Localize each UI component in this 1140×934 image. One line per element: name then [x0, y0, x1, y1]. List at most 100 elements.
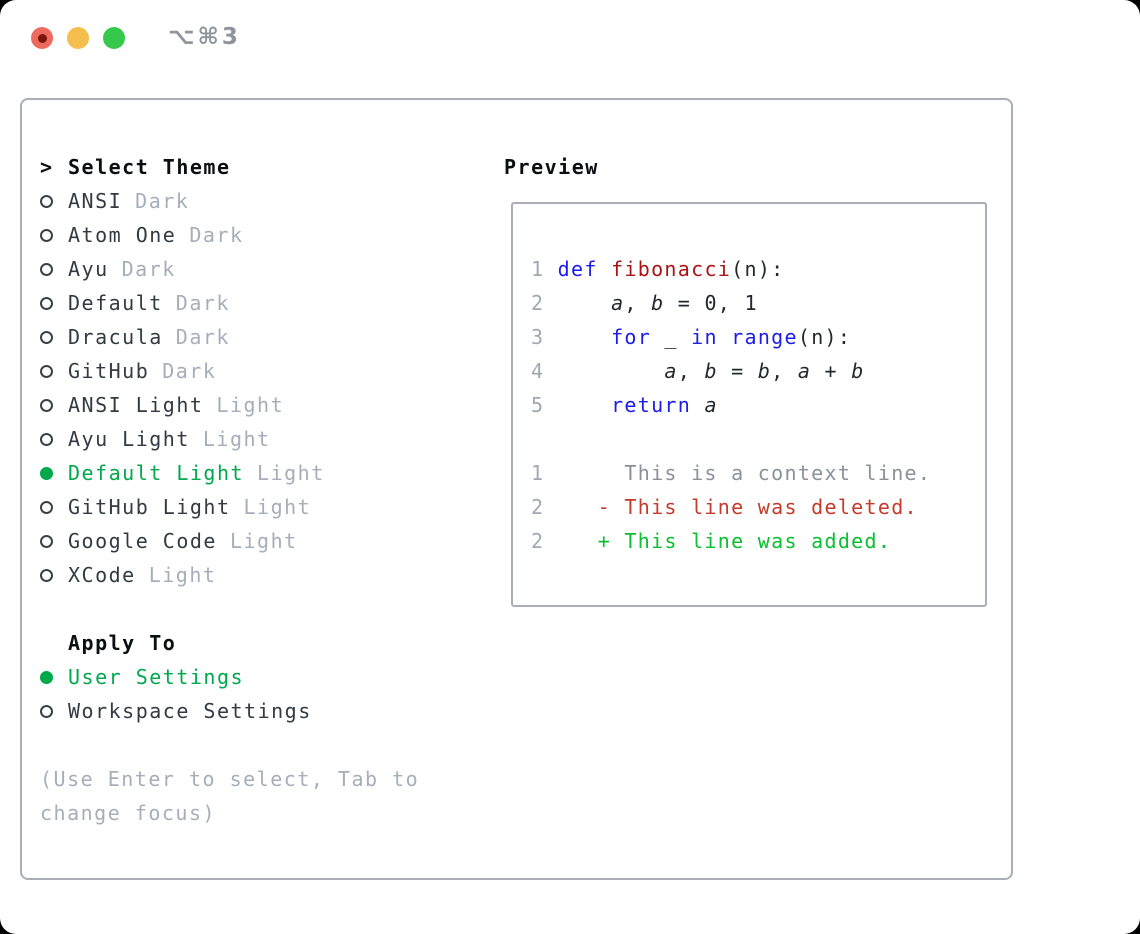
- line-number: 5: [531, 393, 545, 417]
- preview-title: Preview: [504, 155, 599, 179]
- code-token: a: [611, 291, 625, 315]
- code-token: _: [651, 325, 692, 349]
- radio-icon: [40, 330, 68, 344]
- preview-line: 2 + This line was added.: [531, 524, 931, 558]
- radio-selected-icon: [40, 670, 68, 684]
- theme-variant-label: Dark: [175, 325, 230, 349]
- theme-option-label: Atom One: [68, 223, 177, 247]
- line-number: 4: [531, 359, 545, 383]
- focus-marker-icon: >: [40, 155, 54, 179]
- theme-option-atom-one[interactable]: Atom One Dark: [40, 218, 484, 252]
- code-token: =: [717, 359, 758, 383]
- close-button[interactable]: [31, 27, 53, 49]
- line-number: 1: [531, 257, 545, 281]
- theme-option-ansi-light[interactable]: ANSI Light Light: [40, 388, 484, 422]
- theme-variant-label: Dark: [175, 291, 230, 315]
- radio-icon: [40, 262, 68, 276]
- line-number: 3: [531, 325, 545, 349]
- theme-option-ayu[interactable]: Ayu Dark: [40, 252, 484, 286]
- theme-option-label: ANSI Light: [68, 393, 204, 417]
- code-token: [718, 325, 731, 349]
- theme-variant-label: Light: [257, 461, 325, 485]
- code-token: range: [731, 325, 798, 349]
- code-token: def: [544, 257, 612, 281]
- code-token: ,: [677, 359, 705, 383]
- spacer: [40, 592, 484, 626]
- code-token: ,: [771, 359, 798, 383]
- radio-icon: [40, 500, 68, 514]
- theme-variant-label: Dark: [121, 257, 176, 281]
- code-token: [544, 359, 664, 383]
- theme-option-label: Ayu: [68, 257, 109, 281]
- code-token: - This line was deleted.: [544, 495, 918, 519]
- apply-to-header: Apply To: [40, 626, 484, 660]
- theme-option-label: GitHub Light: [68, 495, 231, 519]
- theme-variant-label: Light: [243, 495, 312, 519]
- select-theme-header: > Select Theme: [40, 150, 484, 184]
- radio-icon: [40, 398, 68, 412]
- code-token: b: [651, 291, 665, 315]
- theme-variant-label: Dark: [162, 359, 217, 383]
- theme-option-github[interactable]: GitHub Dark: [40, 354, 484, 388]
- code-token: + This line was added.: [544, 529, 892, 553]
- theme-variant-label: Light: [202, 427, 271, 451]
- theme-option-github-light[interactable]: GitHub Light Light: [40, 490, 484, 524]
- radio-icon: [40, 228, 68, 242]
- select-theme-title: Select Theme: [68, 155, 231, 179]
- preview-line: 5 return a: [531, 388, 931, 422]
- window-controls: [31, 27, 125, 49]
- code-token: (n):: [731, 257, 785, 281]
- apply-option-label: Workspace Settings: [68, 699, 312, 723]
- preview-line: 4 a, b = b, a + b: [531, 354, 931, 388]
- code-token: b: [704, 359, 718, 383]
- theme-variant-label: Light: [229, 529, 298, 553]
- theme-variant-label: Light: [216, 393, 285, 417]
- line-number: 2: [531, 529, 545, 553]
- code-token: a: [664, 359, 678, 383]
- apply-option-workspace-settings[interactable]: Workspace Settings: [40, 694, 484, 728]
- code-token: [544, 393, 611, 417]
- code-token: This is a context line.: [544, 461, 932, 485]
- radio-icon: [40, 432, 68, 446]
- preview-line: [531, 422, 931, 456]
- theme-variant-label: Light: [148, 563, 217, 587]
- radio-icon: [40, 364, 68, 378]
- theme-option-label: Google Code: [68, 529, 217, 553]
- theme-option-label: Default Light: [68, 461, 245, 485]
- theme-option-label: Default: [68, 291, 163, 315]
- theme-option-default-light[interactable]: Default Light Light: [40, 456, 484, 490]
- code-token: fibonacci: [611, 257, 732, 281]
- code-token: [544, 325, 611, 349]
- apply-option-label: User Settings: [68, 665, 245, 689]
- keyboard-hint: (Use Enter to select, Tab to change focu…: [40, 767, 420, 825]
- minimize-button[interactable]: [67, 27, 89, 49]
- code-token: return: [611, 393, 705, 417]
- code-token: [544, 291, 611, 315]
- code-token: in: [691, 325, 718, 349]
- radio-icon: [40, 194, 68, 208]
- code-token: b: [851, 359, 865, 383]
- apply-option-user-settings[interactable]: User Settings: [40, 660, 484, 694]
- line-number: 1: [531, 461, 545, 485]
- zoom-button[interactable]: [103, 27, 125, 49]
- theme-option-default[interactable]: Default Dark: [40, 286, 484, 320]
- window-shortcut-label: ⌥⌘3: [168, 24, 241, 50]
- theme-option-google-code[interactable]: Google Code Light: [40, 524, 484, 558]
- code-token: b: [757, 359, 772, 383]
- theme-variant-label: Dark: [189, 223, 244, 247]
- theme-option-label: GitHub: [68, 359, 150, 383]
- theme-option-label: ANSI: [68, 189, 123, 213]
- code-token: = 0, 1: [664, 291, 758, 315]
- code-token: ,: [624, 291, 652, 315]
